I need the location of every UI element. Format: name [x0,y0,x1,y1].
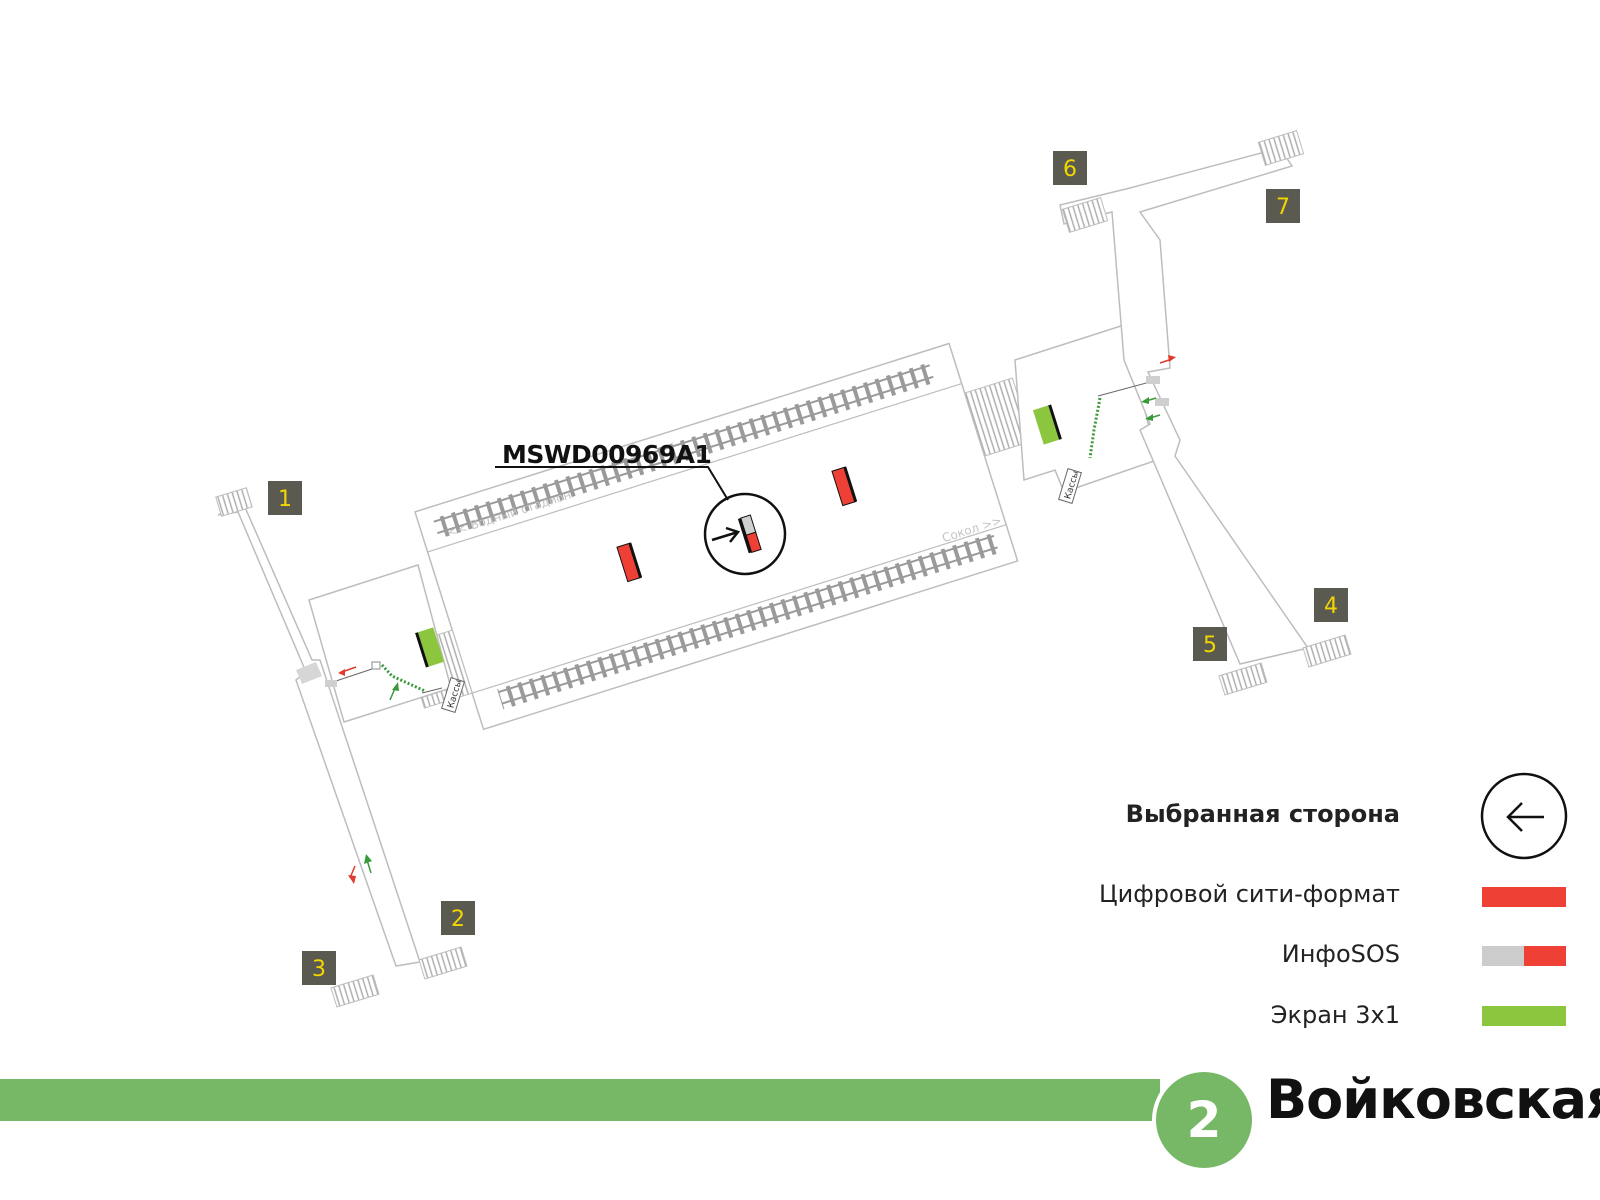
city-format-screen-1 [616,542,643,583]
exit-number: 7 [1276,195,1290,220]
legend-infosos: ИнфоSOS [1281,940,1400,968]
east-vestibule: Кассы [1014,130,1352,696]
exit-badge-6[interactable]: 6 [1053,151,1087,185]
exit-number: 1 [278,487,292,512]
screen-swatch [1482,1006,1566,1026]
west-vestibule: Кассы [215,487,468,1008]
legend-screen: Экран 3х1 [1270,1001,1400,1029]
exit-number: 4 [1324,594,1338,619]
track-north [432,362,936,540]
line-number: 2 [1186,1091,1222,1149]
metro-line-bar [0,1079,1160,1121]
legend-city-format: Цифровой сити-формат [1099,880,1400,908]
exit-badge-5[interactable]: 5 [1193,627,1227,661]
infosos-swatch [1482,946,1566,966]
selected-infosos-device[interactable] [495,466,787,576]
exit-number: 2 [451,907,465,932]
exit-number: 5 [1203,633,1217,658]
selected-side-icon [1480,772,1568,860]
city-format-screen-2 [831,466,858,507]
exit-badge-4[interactable]: 4 [1314,588,1348,622]
exit-badge-1[interactable]: 1 [268,481,302,515]
track-south [497,533,1000,711]
exit-badge-7[interactable]: 7 [1266,189,1300,223]
line-number-badge [1152,1068,1256,1172]
legend-selected-side: Выбранная сторона [1125,800,1400,828]
screen-3x1-east [1032,404,1062,445]
exit-badge-3[interactable]: 3 [302,951,336,985]
exit-number: 6 [1063,157,1077,182]
screen-3x1-west [415,627,445,668]
city-format-swatch [1482,887,1566,907]
station-name: Войковская [1266,1068,1600,1131]
exit-number: 3 [312,957,326,982]
exit-badge-2[interactable]: 2 [441,901,475,935]
device-code-label: MSWD00969A1 [502,440,712,469]
